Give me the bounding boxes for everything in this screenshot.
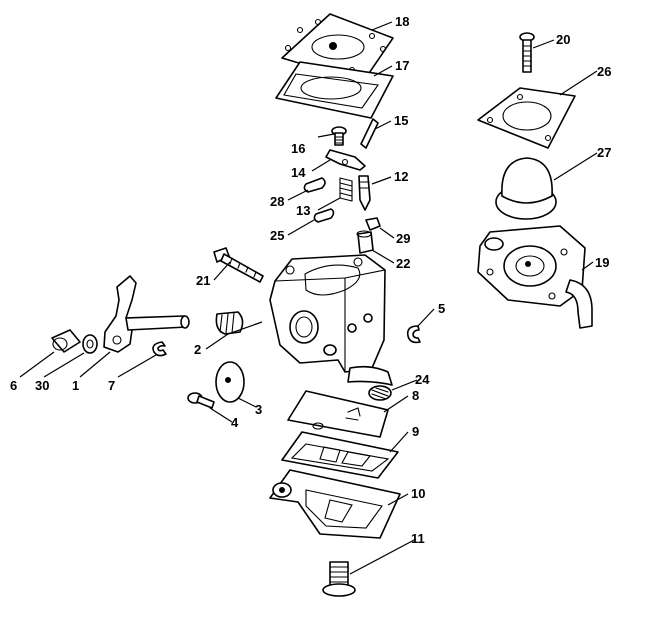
part-27-primer-bulb <box>495 157 557 220</box>
callout-6: 6 <box>10 378 17 393</box>
callout-26: 26 <box>597 64 611 79</box>
part-24-strainer <box>368 385 392 401</box>
part-21-screw <box>213 247 264 283</box>
callout-24: 24 <box>415 372 430 387</box>
part-19-pump-housing <box>477 225 593 329</box>
callout-12: 12 <box>394 169 408 184</box>
part-28-plug <box>303 177 326 193</box>
callout-25: 25 <box>270 228 284 243</box>
callout-27: 27 <box>597 145 611 160</box>
callout-16: 16 <box>291 141 305 156</box>
callout-18: 18 <box>395 14 409 29</box>
callout-11: 11 <box>411 531 425 546</box>
callout-28: 28 <box>270 194 284 209</box>
part-30-washer <box>82 334 98 354</box>
callout-9: 9 <box>412 424 419 439</box>
part-26-gasket <box>477 87 576 149</box>
callout-1: 1 <box>72 378 79 393</box>
callout-22: 22 <box>396 256 410 271</box>
part-8-plate <box>287 390 389 438</box>
callout-19: 19 <box>595 255 609 270</box>
callout-7: 7 <box>108 378 115 393</box>
part-29-nut <box>365 217 381 231</box>
part-14-lever <box>325 149 366 171</box>
part-4-screw <box>187 392 215 409</box>
part-1-throttle-lever <box>103 275 190 353</box>
callout-15: 15 <box>394 113 408 128</box>
part-12-needle-valve <box>358 175 371 211</box>
part-2-spring <box>215 311 244 335</box>
callout-13: 13 <box>296 203 310 218</box>
part-10-cover <box>269 469 401 539</box>
callout-30: 30 <box>35 378 49 393</box>
callout-2: 2 <box>194 342 201 357</box>
callout-10: 10 <box>411 486 425 501</box>
part-17-gasket <box>275 61 394 119</box>
part-11-screw <box>322 561 356 597</box>
callout-3: 3 <box>255 402 262 417</box>
part-16-screw <box>331 126 347 146</box>
callout-21: 21 <box>196 273 210 288</box>
part-3-disc <box>215 361 245 403</box>
callout-labels: 18 17 15 16 14 12 28 13 25 29 22 21 5 2 … <box>10 14 611 546</box>
callout-29: 29 <box>396 231 410 246</box>
part-6-nut <box>51 329 81 353</box>
callout-14: 14 <box>291 165 306 180</box>
callout-5: 5 <box>438 301 445 316</box>
part-22-sleeve <box>356 230 374 254</box>
leader-lines <box>19 21 598 575</box>
part-15-pin <box>360 118 379 149</box>
callout-8: 8 <box>412 388 419 403</box>
part-20-screw <box>519 32 535 73</box>
callout-20: 20 <box>556 32 570 47</box>
carburetor-body <box>269 254 393 386</box>
part-7-clip <box>152 341 167 357</box>
part-25-plug <box>313 208 335 223</box>
callout-4: 4 <box>231 415 239 430</box>
part-9-gasket <box>281 431 399 479</box>
callout-17: 17 <box>395 58 409 73</box>
part-13-spring <box>339 177 353 202</box>
part-5-clip <box>406 325 421 344</box>
